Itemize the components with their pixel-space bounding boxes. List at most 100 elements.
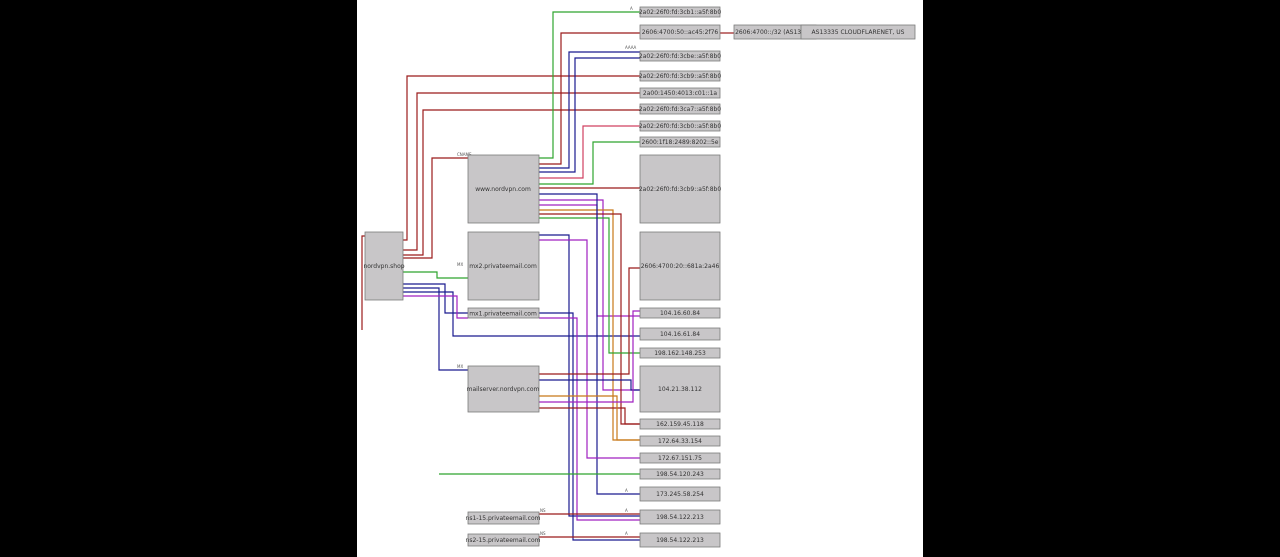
node-ip-big[interactable]: 104.21.38.112 [639, 365, 721, 413]
node-label: 2606:4700::/32 (AS13335) [735, 29, 815, 36]
edge-root-mx1b [401, 295, 468, 319]
edge-www-ip5 [539, 209, 640, 441]
node-label: 2a02:26f0:fd:3ca7::a5f:8b0 [639, 106, 721, 113]
edge-tip-label: MX [457, 364, 463, 369]
edge-www-ipv6-8 [539, 141, 640, 185]
node-ipv6-top[interactable]: 2a02:26f0:fd:3cb1::a5f:8b0 [639, 6, 722, 18]
node-label: 2606:4700:50::ac45:2f76 [642, 29, 719, 36]
node-label: 172.67.151.75 [658, 455, 702, 462]
edge-tip-label: CNAME [457, 152, 472, 157]
node-label: mx1.privateemail.com [469, 311, 537, 318]
node-ip4[interactable]: 162.159.45.118 [639, 418, 721, 430]
node-root[interactable]: nordvpn.shop [363, 231, 405, 301]
edge-tip-label: A [625, 531, 628, 536]
edge-mx1-ip10 [539, 312, 640, 541]
node-ip3[interactable]: 198.162.148.253 [639, 347, 721, 359]
edge-tips: A AAAA CNAME MX MX NS NS A A A [457, 6, 637, 536]
edge-tip-label: A [630, 6, 633, 11]
edge-mx1-ip9 [539, 317, 640, 521]
node-label: 2a02:26f0:fd:3cbe::a5f:8b0 [639, 53, 721, 60]
node-label: 104.16.61.84 [660, 331, 700, 338]
node-label: 2a02:26f0:fd:3cb9::a5f:8b0 [639, 186, 722, 193]
edge-root-ipv6-6 [401, 109, 640, 256]
edge-www-ip1 [539, 204, 640, 317]
node-label: 2a02:26f0:fd:3cb0::a5f:8b0 [639, 123, 722, 130]
node-ipv6-big2[interactable]: 2606:4700:20::681a:2a46 [639, 231, 721, 301]
node-label: 173.245.58.254 [656, 491, 704, 498]
nodes: nordvpn.shop www.nordvpn.com mx2.private… [363, 6, 916, 548]
node-label: 172.64.33.154 [658, 438, 702, 445]
node-label: 2a00:1450:4013:c01::1a [643, 90, 718, 97]
edge-mail-ip5 [539, 395, 640, 441]
edge-www-ip-big [539, 199, 640, 391]
node-label: AS13335 CLOUDFLARENET, US [812, 29, 905, 36]
edge-root-ipv6-4 [401, 75, 640, 241]
edge-root-ip2 [401, 291, 640, 337]
edge-mx2-ip6 [539, 239, 640, 459]
node-ns1[interactable]: ns1-15.privateemail.com [466, 511, 541, 525]
graph-canvas: A AAAA CNAME MX MX NS NS A A A nordvpn.s… [357, 0, 923, 557]
edge-www-ipv6-2 [539, 32, 640, 165]
node-mx2[interactable]: mx2.privateemail.com [467, 231, 540, 301]
node-label: nordvpn.shop [363, 263, 404, 270]
node-ipv6-5[interactable]: 2a00:1450:4013:c01::1a [639, 87, 721, 99]
node-ip1[interactable]: 104.16.60.84 [639, 307, 721, 319]
edge-tip-label: MX [457, 262, 463, 267]
edge-mail-ip-big-b [539, 310, 640, 403]
node-ipv6-2[interactable]: 2606:4700:50::ac45:2f76 [639, 24, 721, 40]
node-label: ns2-15.privateemail.com [466, 537, 541, 544]
node-mx1[interactable]: mx1.privateemail.com [467, 307, 540, 319]
node-label: 2a02:26f0:fd:3cb9::a5f:8b0 [639, 73, 722, 80]
edges [361, 11, 815, 541]
edge-www-ipv6-3b [539, 57, 640, 173]
edge-root-mx2 [401, 271, 468, 279]
edge-tip-label: NS [540, 531, 546, 536]
node-label: 198.54.122.213 [656, 514, 704, 521]
edge-mail-ip4 [539, 407, 640, 425]
node-ip10[interactable]: 198.54.122.213 [639, 532, 721, 548]
node-label: 2a02:26f0:fd:3cb1::a5f:8b0 [639, 9, 722, 16]
edge-www-ipv6-top [539, 11, 640, 159]
node-ip2[interactable]: 104.16.61.84 [639, 327, 721, 341]
dns-graph: A AAAA CNAME MX MX NS NS A A A nordvpn.s… [361, 6, 916, 548]
node-asn[interactable]: AS13335 CLOUDFLARENET, US [800, 24, 916, 40]
edge-tip-label: A [625, 508, 628, 513]
node-ip9[interactable]: 198.54.122.213 [639, 509, 721, 525]
edge-www-ip3 [539, 217, 640, 354]
node-label: 2606:4700:20::681a:2a46 [641, 263, 720, 270]
node-label: mailserver.nordvpn.com [467, 386, 540, 393]
node-label: mx2.privateemail.com [469, 263, 537, 270]
node-label: 198.54.122.213 [656, 537, 704, 544]
edge-www-ipv6-7 [539, 125, 640, 179]
node-label: 104.16.60.84 [660, 310, 700, 317]
node-ns2[interactable]: ns2-15.privateemail.com [466, 533, 541, 547]
edge-mx2-ip9 [539, 234, 640, 517]
node-ip8[interactable]: 173.245.58.254 [639, 486, 721, 502]
node-label: www.nordvpn.com [475, 186, 531, 193]
node-ipv6-6[interactable]: 2a02:26f0:fd:3ca7::a5f:8b0 [639, 103, 721, 115]
edge-root-www [401, 157, 468, 259]
node-ipv6-4[interactable]: 2a02:26f0:fd:3cb9::a5f:8b0 [639, 70, 722, 82]
node-label: 198.162.148.253 [654, 350, 706, 357]
node-ip6[interactable]: 172.67.151.75 [639, 452, 721, 464]
node-label: 104.21.38.112 [658, 386, 702, 393]
node-label: ns1-15.privateemail.com [466, 515, 541, 522]
node-ipv6-big1[interactable]: 2a02:26f0:fd:3cb9::a5f:8b0 [639, 154, 722, 224]
edge-tip-label: AAAA [625, 45, 637, 50]
edge-www-ip8 [539, 193, 640, 495]
node-mailserver[interactable]: mailserver.nordvpn.com [467, 365, 540, 413]
node-label: 2600:1f18:2489:8202::5e [642, 139, 719, 146]
node-www[interactable]: www.nordvpn.com [467, 154, 540, 224]
node-ipv6-7[interactable]: 2a02:26f0:fd:3cb0::a5f:8b0 [639, 120, 722, 132]
edge-www-ip4 [539, 213, 640, 425]
edge-root-ipv6-5 [401, 92, 640, 251]
edge-mail-ip-big [539, 379, 640, 391]
node-ipv6-3[interactable]: 2a02:26f0:fd:3cbe::a5f:8b0 [639, 50, 721, 62]
edge-www-ipv6-3 [539, 51, 640, 169]
node-label: 198.54.120.243 [656, 471, 704, 478]
edge-tip-label: A [625, 488, 628, 493]
node-ip5[interactable]: 172.64.33.154 [639, 435, 721, 447]
node-ipv6-8[interactable]: 2600:1f18:2489:8202::5e [639, 136, 721, 148]
node-label: 162.159.45.118 [656, 421, 704, 428]
node-ip7[interactable]: 198.54.120.243 [639, 468, 721, 480]
